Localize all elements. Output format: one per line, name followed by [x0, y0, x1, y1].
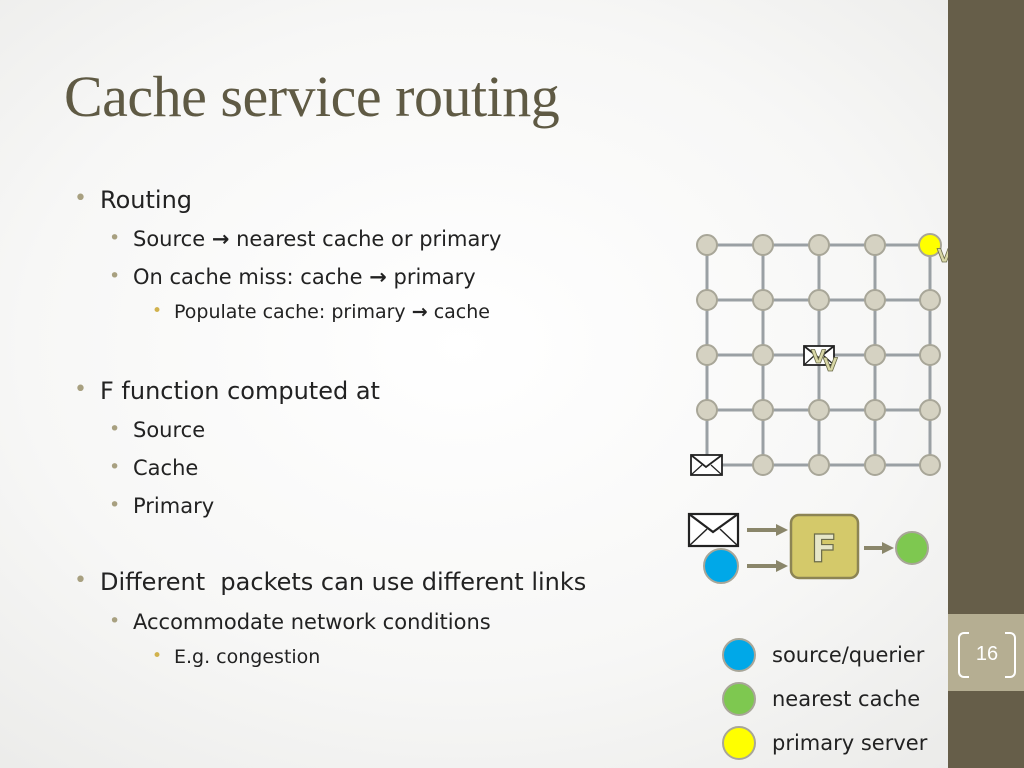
grid-node [696, 234, 718, 256]
grid-node [919, 454, 941, 476]
cache-v-mark-2: V [823, 354, 838, 376]
bullet-f-function: F function computed at [74, 377, 380, 405]
bullet-cache-miss: On cache miss: cache → primary [109, 265, 476, 289]
envelope-icon [690, 454, 723, 476]
bullet-different-links: Different packets can use different link… [74, 568, 587, 596]
grid-node [864, 399, 886, 421]
bullet-f-primary-text: Primary [133, 494, 215, 518]
grid-node [752, 344, 774, 366]
envelope-icon [687, 512, 740, 548]
routing-diagram: V V V [687, 233, 948, 760]
grid-node [696, 344, 718, 366]
right-arrow-icon: → [411, 301, 428, 323]
grid-node [864, 289, 886, 311]
f-function-box [789, 513, 860, 580]
legend-dot-primary [722, 726, 756, 760]
bullet-different-links-text: Different packets can use different link… [100, 568, 587, 596]
bullet-f-cache: Cache [109, 456, 199, 480]
grid-node [919, 344, 941, 366]
nearest-cache-node [895, 531, 929, 565]
grid-node [864, 344, 886, 366]
bullet-populate-cache: Populate cache: primary → cache [152, 301, 490, 323]
bullet-populate-post: cache [433, 301, 490, 323]
bullet-cache-miss-pre: On cache miss: cache [133, 265, 363, 289]
grid-node [808, 454, 830, 476]
right-arrow-icon: → [211, 227, 230, 251]
f-function-label: F [811, 527, 837, 571]
grid-node [808, 234, 830, 256]
grid-node [752, 234, 774, 256]
grid-node [864, 234, 886, 256]
envelope-icon [803, 345, 835, 366]
legend-label-source: source/querier [772, 643, 925, 667]
page-number: 16 [958, 632, 1016, 678]
bullet-source-route-post: nearest cache or primary [236, 227, 502, 251]
bullet-routing: Routing [74, 186, 193, 214]
source-querier-node [703, 548, 739, 584]
bullet-congestion-text: E.g. congestion [174, 646, 321, 668]
grid-node [696, 399, 718, 421]
legend-dot-cache [722, 682, 756, 716]
arrow-icon [747, 560, 788, 572]
bullet-f-primary: Primary [109, 494, 215, 518]
primary-server-node [918, 233, 942, 257]
grid-node [864, 454, 886, 476]
grid-node [919, 399, 941, 421]
grid-node [752, 399, 774, 421]
grid-node [808, 289, 830, 311]
grid-node [752, 454, 774, 476]
bullet-f-source-text: Source [133, 418, 206, 442]
bullet-f-function-text: F function computed at [100, 377, 380, 405]
bullet-accommodate-text: Accommodate network conditions [133, 610, 491, 634]
grid-node [919, 289, 941, 311]
primary-v-mark: V [937, 245, 948, 267]
cache-v-mark: V [811, 346, 826, 368]
bullet-cache-miss-post: primary [393, 265, 476, 289]
right-arrow-icon: → [369, 265, 387, 289]
slide-title: Cache service routing [64, 64, 560, 129]
grid-node [696, 289, 718, 311]
bullet-list: Routing Source → nearest cache or primar… [0, 0, 680, 768]
bullet-routing-text: Routing [100, 186, 193, 214]
bullet-f-source: Source [109, 418, 206, 442]
bullet-f-cache-text: Cache [133, 456, 199, 480]
bullet-source-route: Source → nearest cache or primary [109, 227, 502, 251]
grid-node [808, 399, 830, 421]
bullet-populate-pre: Populate cache: primary [174, 301, 406, 323]
arrow-icon [747, 524, 788, 536]
grid-nodes [696, 234, 941, 476]
bullet-accommodate: Accommodate network conditions [109, 610, 491, 634]
page-number-box [948, 614, 1024, 691]
grid-node [752, 289, 774, 311]
arrow-icon [864, 542, 894, 554]
legend-label-primary: primary server [772, 731, 928, 755]
bullet-source-route-pre: Source [133, 227, 206, 251]
legend-dot-source [722, 638, 756, 672]
bullet-congestion: E.g. congestion [152, 646, 321, 668]
legend-label-cache: nearest cache [772, 687, 921, 711]
